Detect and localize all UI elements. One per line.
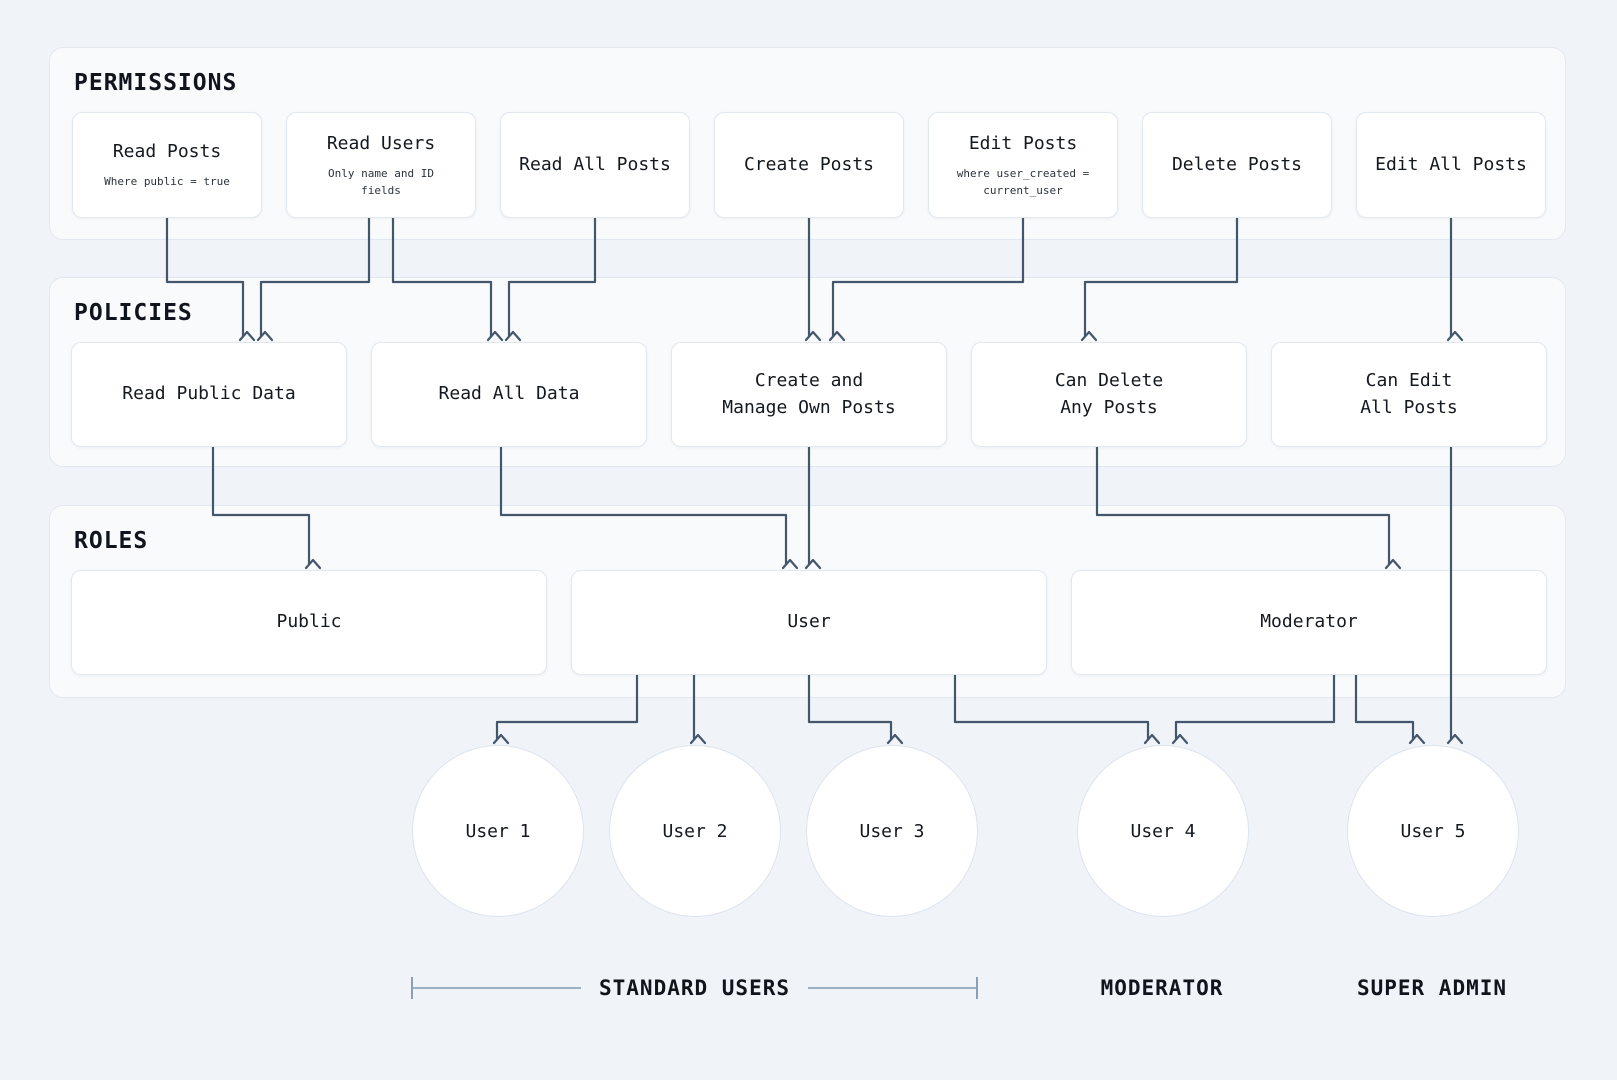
bracket-right-line <box>808 987 977 989</box>
node-permission-read-posts: Read Posts Where public = true <box>72 112 262 218</box>
node-sublabel: where user_created = current_user <box>956 167 1090 197</box>
group-label-text: STANDARD USERS <box>599 976 791 1000</box>
group-label-text: MODERATOR <box>1100 976 1224 1000</box>
node-role-moderator: Moderator <box>1071 570 1547 675</box>
node-label: Read Users <box>326 132 436 154</box>
node-label: Delete Posts <box>1171 153 1303 175</box>
permissions-title: PERMISSIONS <box>74 70 238 96</box>
node-permission-edit-all-posts: Edit All Posts <box>1356 112 1546 218</box>
node-label: Edit Posts <box>968 132 1078 154</box>
node-permission-read-all-posts: Read All Posts <box>500 112 690 218</box>
group-label-text: SUPER ADMIN <box>1356 976 1508 1000</box>
node-label-line2: All Posts <box>1360 396 1458 418</box>
node-label: Public <box>276 611 342 633</box>
group-label-moderator: MODERATOR <box>1062 974 1262 1002</box>
node-label: User 1 <box>465 820 531 842</box>
node-permission-delete-posts: Delete Posts <box>1142 112 1332 218</box>
node-label: Create Posts <box>743 153 875 175</box>
node-role-user: User <box>571 570 1047 675</box>
policies-title: POLICIES <box>74 300 193 326</box>
node-label: User 5 <box>1400 820 1466 842</box>
node-policy-read-public-data: Read Public Data <box>71 342 347 447</box>
node-user-4: User 4 <box>1077 745 1249 917</box>
node-permission-create-posts: Create Posts <box>714 112 904 218</box>
node-label: Moderator <box>1260 611 1358 633</box>
node-label: Create and <box>754 370 864 392</box>
node-role-public: Public <box>71 570 547 675</box>
node-label: Edit All Posts <box>1375 153 1527 175</box>
node-permission-read-users: Read Users Only name and ID fields <box>286 112 476 218</box>
node-permission-edit-posts: Edit Posts where user_created = current_… <box>928 112 1118 218</box>
node-user-5: User 5 <box>1347 745 1519 917</box>
bracket-left-line <box>413 987 581 989</box>
node-label: User <box>787 611 831 633</box>
bracket-left-tick <box>411 977 413 999</box>
node-user-1: User 1 <box>412 745 584 917</box>
node-label: User 4 <box>1130 820 1196 842</box>
node-label: Read All Posts <box>519 153 671 175</box>
node-label: Read All Data <box>438 383 580 405</box>
node-policy-can-delete-any-posts: Can Delete Any Posts <box>971 342 1247 447</box>
node-label: User 3 <box>859 820 925 842</box>
node-policy-read-all-data: Read All Data <box>371 342 647 447</box>
node-policy-create-and-manage-own-posts: Create and Manage Own Posts <box>671 342 947 447</box>
node-policy-can-edit-all-posts: Can Edit All Posts <box>1271 342 1547 447</box>
node-label: Can Edit <box>1365 370 1453 392</box>
node-sublabel: Where public = true <box>104 175 230 189</box>
node-label: Read Posts <box>112 141 222 163</box>
node-label-line2: Any Posts <box>1060 396 1158 418</box>
node-label: Can Delete <box>1054 370 1164 392</box>
roles-title: ROLES <box>74 528 149 554</box>
node-sublabel: Only name and ID fields <box>328 167 434 197</box>
node-label: Read Public Data <box>122 383 296 405</box>
group-label-standard-users: STANDARD USERS <box>411 974 979 1002</box>
node-user-2: User 2 <box>609 745 781 917</box>
node-label-line2: Manage Own Posts <box>722 396 896 418</box>
bracket-right-tick <box>976 977 979 999</box>
node-user-3: User 3 <box>806 745 978 917</box>
group-label-super-admin: SUPER ADMIN <box>1322 974 1542 1002</box>
node-label: User 2 <box>662 820 728 842</box>
